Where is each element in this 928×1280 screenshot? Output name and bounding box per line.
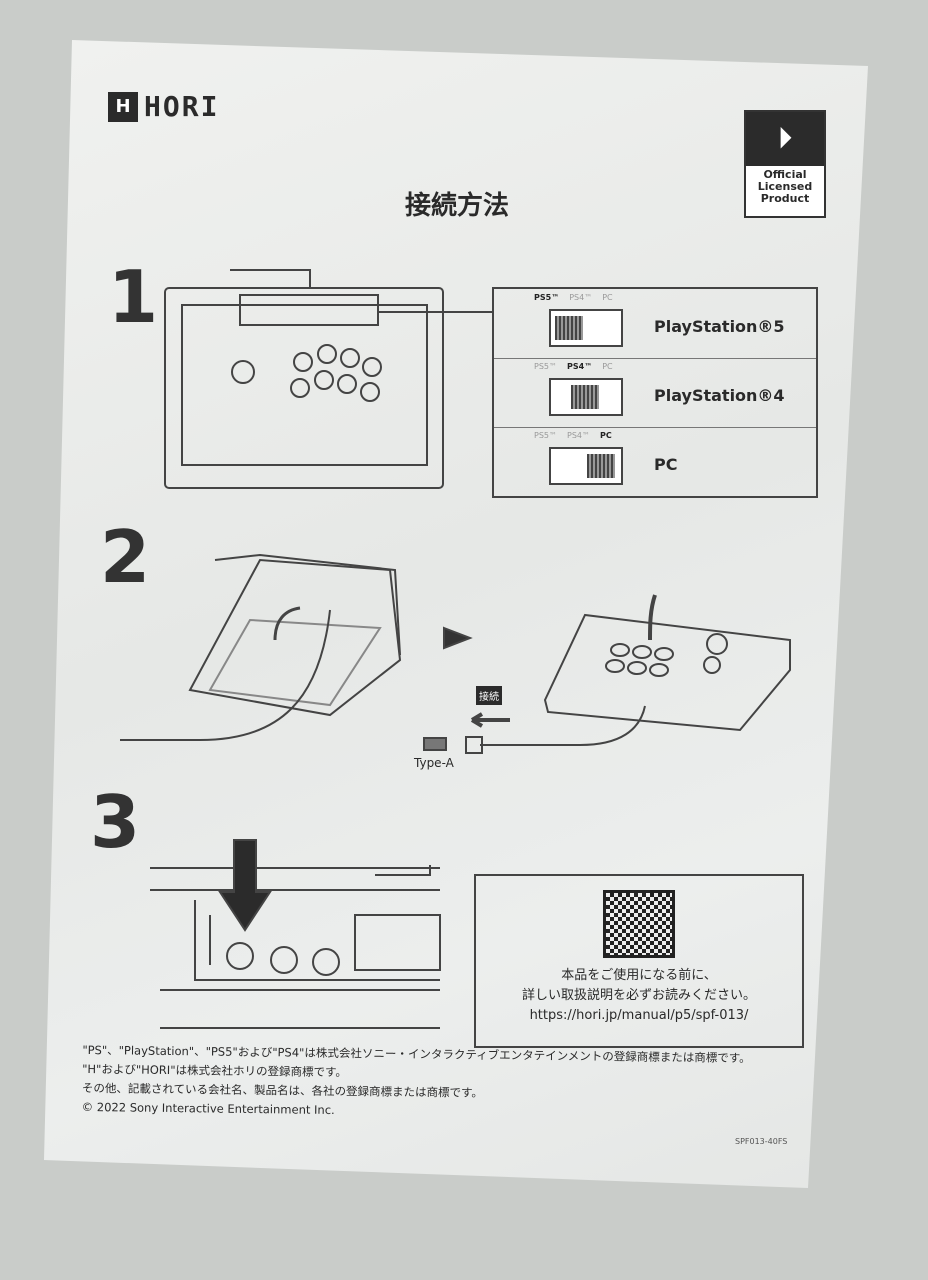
badge-line: Official	[763, 168, 807, 181]
badge-line: Product	[760, 192, 810, 205]
mode-switch-icon	[549, 378, 623, 416]
step-number-3: 3	[90, 780, 141, 864]
hori-logo: H HORI	[108, 90, 219, 123]
mode-name: PlayStation®5	[654, 317, 785, 336]
document-code: SPF013-40FS	[735, 1137, 788, 1146]
mode-switch-icon	[549, 309, 623, 347]
mode-row-pc: PS5™ PS4™ PC PC	[494, 427, 816, 496]
switch-label: PS4™	[569, 293, 593, 302]
step-number-1: 1	[108, 255, 159, 339]
switch-label: PS5™	[534, 362, 557, 371]
step-number-2: 2	[100, 515, 151, 599]
switch-label: PC	[602, 362, 613, 371]
mode-name: PlayStation®4	[654, 386, 785, 405]
open-case-illustration	[120, 553, 402, 741]
switch-label: PS5™	[534, 431, 557, 440]
qr-text: 本品をご使用になる前に、	[561, 968, 717, 983]
switch-label: PC	[602, 293, 613, 302]
usb-port-icon	[423, 737, 447, 751]
ps-button-closeup-illustration	[150, 839, 441, 1029]
qr-code-icon[interactable]	[603, 890, 675, 958]
switch-label: PS4™	[567, 362, 593, 371]
arrow-down-icon	[218, 839, 272, 932]
switch-label: PS5™	[534, 293, 560, 302]
page-title: 接続方法	[405, 191, 510, 221]
arrow-left-icon	[470, 712, 510, 728]
trademark-notice: "PS"、"PlayStation"、"PS5"および"PS4"は株式会社ソニー…	[82, 1041, 751, 1125]
mode-switch-table: PS5™ PS4™ PC PlayStation®5 PS5™ PS4™ PC Play…	[492, 287, 818, 498]
closed-stick-illustration	[465, 594, 791, 754]
mode-row-ps4: PS5™ PS4™ PC PlayStation®4	[494, 358, 816, 428]
arrow-right-icon	[443, 626, 473, 650]
mode-switch-icon	[549, 447, 623, 485]
mode-row-ps5: PS5™ PS4™ PC PlayStation®5	[494, 289, 816, 359]
switch-label: PC	[600, 431, 612, 440]
switch-label: PS4™	[567, 431, 590, 440]
hori-logo-icon: H	[108, 91, 138, 122]
connect-label: 接続	[476, 686, 502, 705]
hori-logo-text: HORI	[144, 90, 220, 123]
mode-name: PC	[654, 455, 678, 474]
port-label: Type-A	[414, 756, 454, 770]
manual-qr-box: 本品をご使用になる前に、 詳しい取扱説明を必ずお読みください。 https://…	[474, 874, 804, 1048]
qr-text: 詳しい取扱説明を必ずお読みください。	[521, 988, 756, 1003]
badge-line: Licensed	[757, 180, 813, 193]
arcade-stick-top-illustration	[164, 269, 492, 489]
playstation-logo-icon: ⏵	[746, 112, 824, 166]
manual-url[interactable]: https://hori.jp/manual/p5/spf-013/	[529, 1008, 749, 1023]
